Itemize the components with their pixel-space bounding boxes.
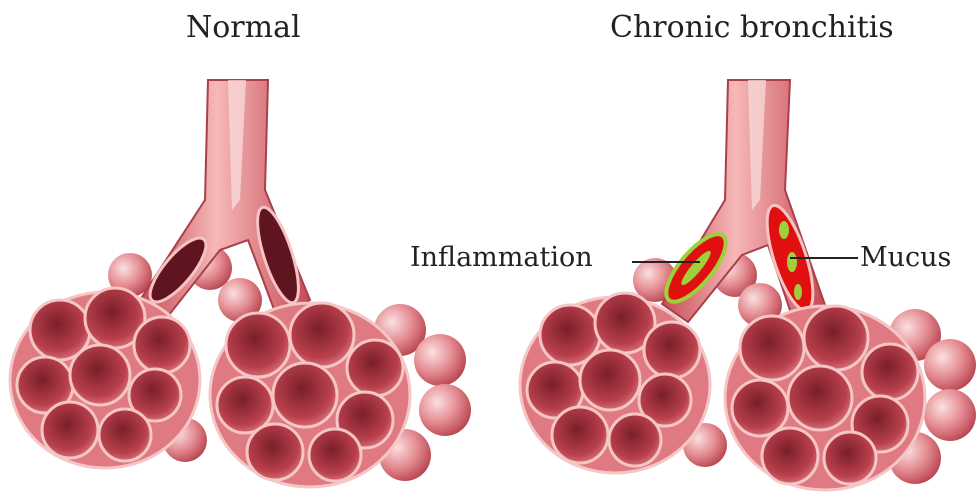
normal-bronchiole-diagram [10,80,471,487]
alveolar-sac-right-bronchitis [725,306,925,490]
chronic-bronchitis-diagram [520,80,976,490]
alveolar-sac-left-bronchitis [520,293,710,473]
mucus-label: Mucus [860,242,951,273]
mucus-plug [779,221,789,239]
alveolar-sac-left-normal [10,288,200,468]
alveolar-sac-right-normal [210,303,410,487]
inflammation-label: Inflammation [410,242,593,273]
